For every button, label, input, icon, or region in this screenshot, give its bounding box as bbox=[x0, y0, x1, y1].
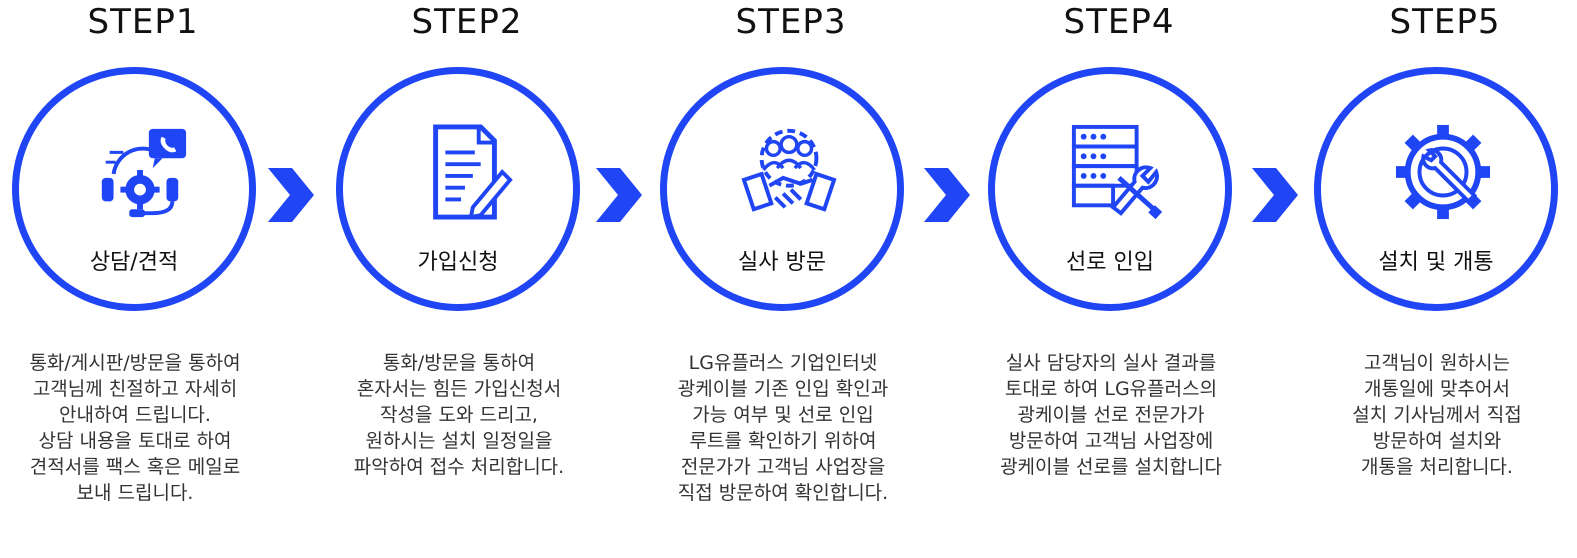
step-circle: 실사 방문 bbox=[660, 67, 904, 311]
step-title: STEP2 bbox=[411, 2, 523, 42]
step-label: 가입신청 bbox=[417, 250, 499, 275]
step-label: 상담/견적 bbox=[89, 250, 179, 275]
step-title: STEP5 bbox=[1389, 2, 1501, 42]
chevron-right-icon bbox=[1250, 166, 1300, 224]
step-description: LG유플러스 기업인터넷 광케이블 기존 인입 확인과 가능 여부 및 선로 인… bbox=[677, 352, 889, 504]
gear-wrench-icon bbox=[1394, 123, 1492, 221]
step-description: 통화/방문을 통하여 혼자서는 힘든 가입신청서 작성을 도와 드리고, 원하시… bbox=[353, 352, 565, 478]
step-title: STEP1 bbox=[87, 2, 199, 42]
step-description: 실사 담당자의 실사 결과를 토대로 하여 LG유플러스의 광케이블 선로 전문… bbox=[1000, 352, 1222, 478]
step-title: STEP4 bbox=[1063, 2, 1175, 42]
step-description: 고객님이 원하시는 개통일에 맞추어서 설치 기사님께서 직접 방문하여 설치와… bbox=[1352, 352, 1522, 478]
step-circle: 상담/견적 bbox=[12, 67, 256, 311]
server-tools-icon bbox=[1068, 123, 1166, 221]
consultation-headset-icon bbox=[92, 123, 190, 221]
step-description: 통화/게시판/방문을 통하여 고객님께 친절하고 자세히 안내하여 드립니다. … bbox=[29, 352, 241, 504]
step-title: STEP3 bbox=[735, 2, 847, 42]
step-circle: 선로 인입 bbox=[988, 67, 1232, 311]
chevron-right-icon bbox=[266, 166, 316, 224]
chevron-right-icon bbox=[594, 166, 644, 224]
step-circle: 가입신청 bbox=[336, 67, 580, 311]
step-label: 선로 인입 bbox=[1066, 250, 1154, 275]
step-label: 실사 방문 bbox=[738, 250, 826, 275]
step-circle: 설치 및 개통 bbox=[1314, 67, 1558, 311]
handshake-team-icon bbox=[740, 123, 838, 221]
step-label: 설치 및 개통 bbox=[1378, 250, 1494, 275]
chevron-right-icon bbox=[922, 166, 972, 224]
document-pen-icon bbox=[416, 123, 514, 221]
